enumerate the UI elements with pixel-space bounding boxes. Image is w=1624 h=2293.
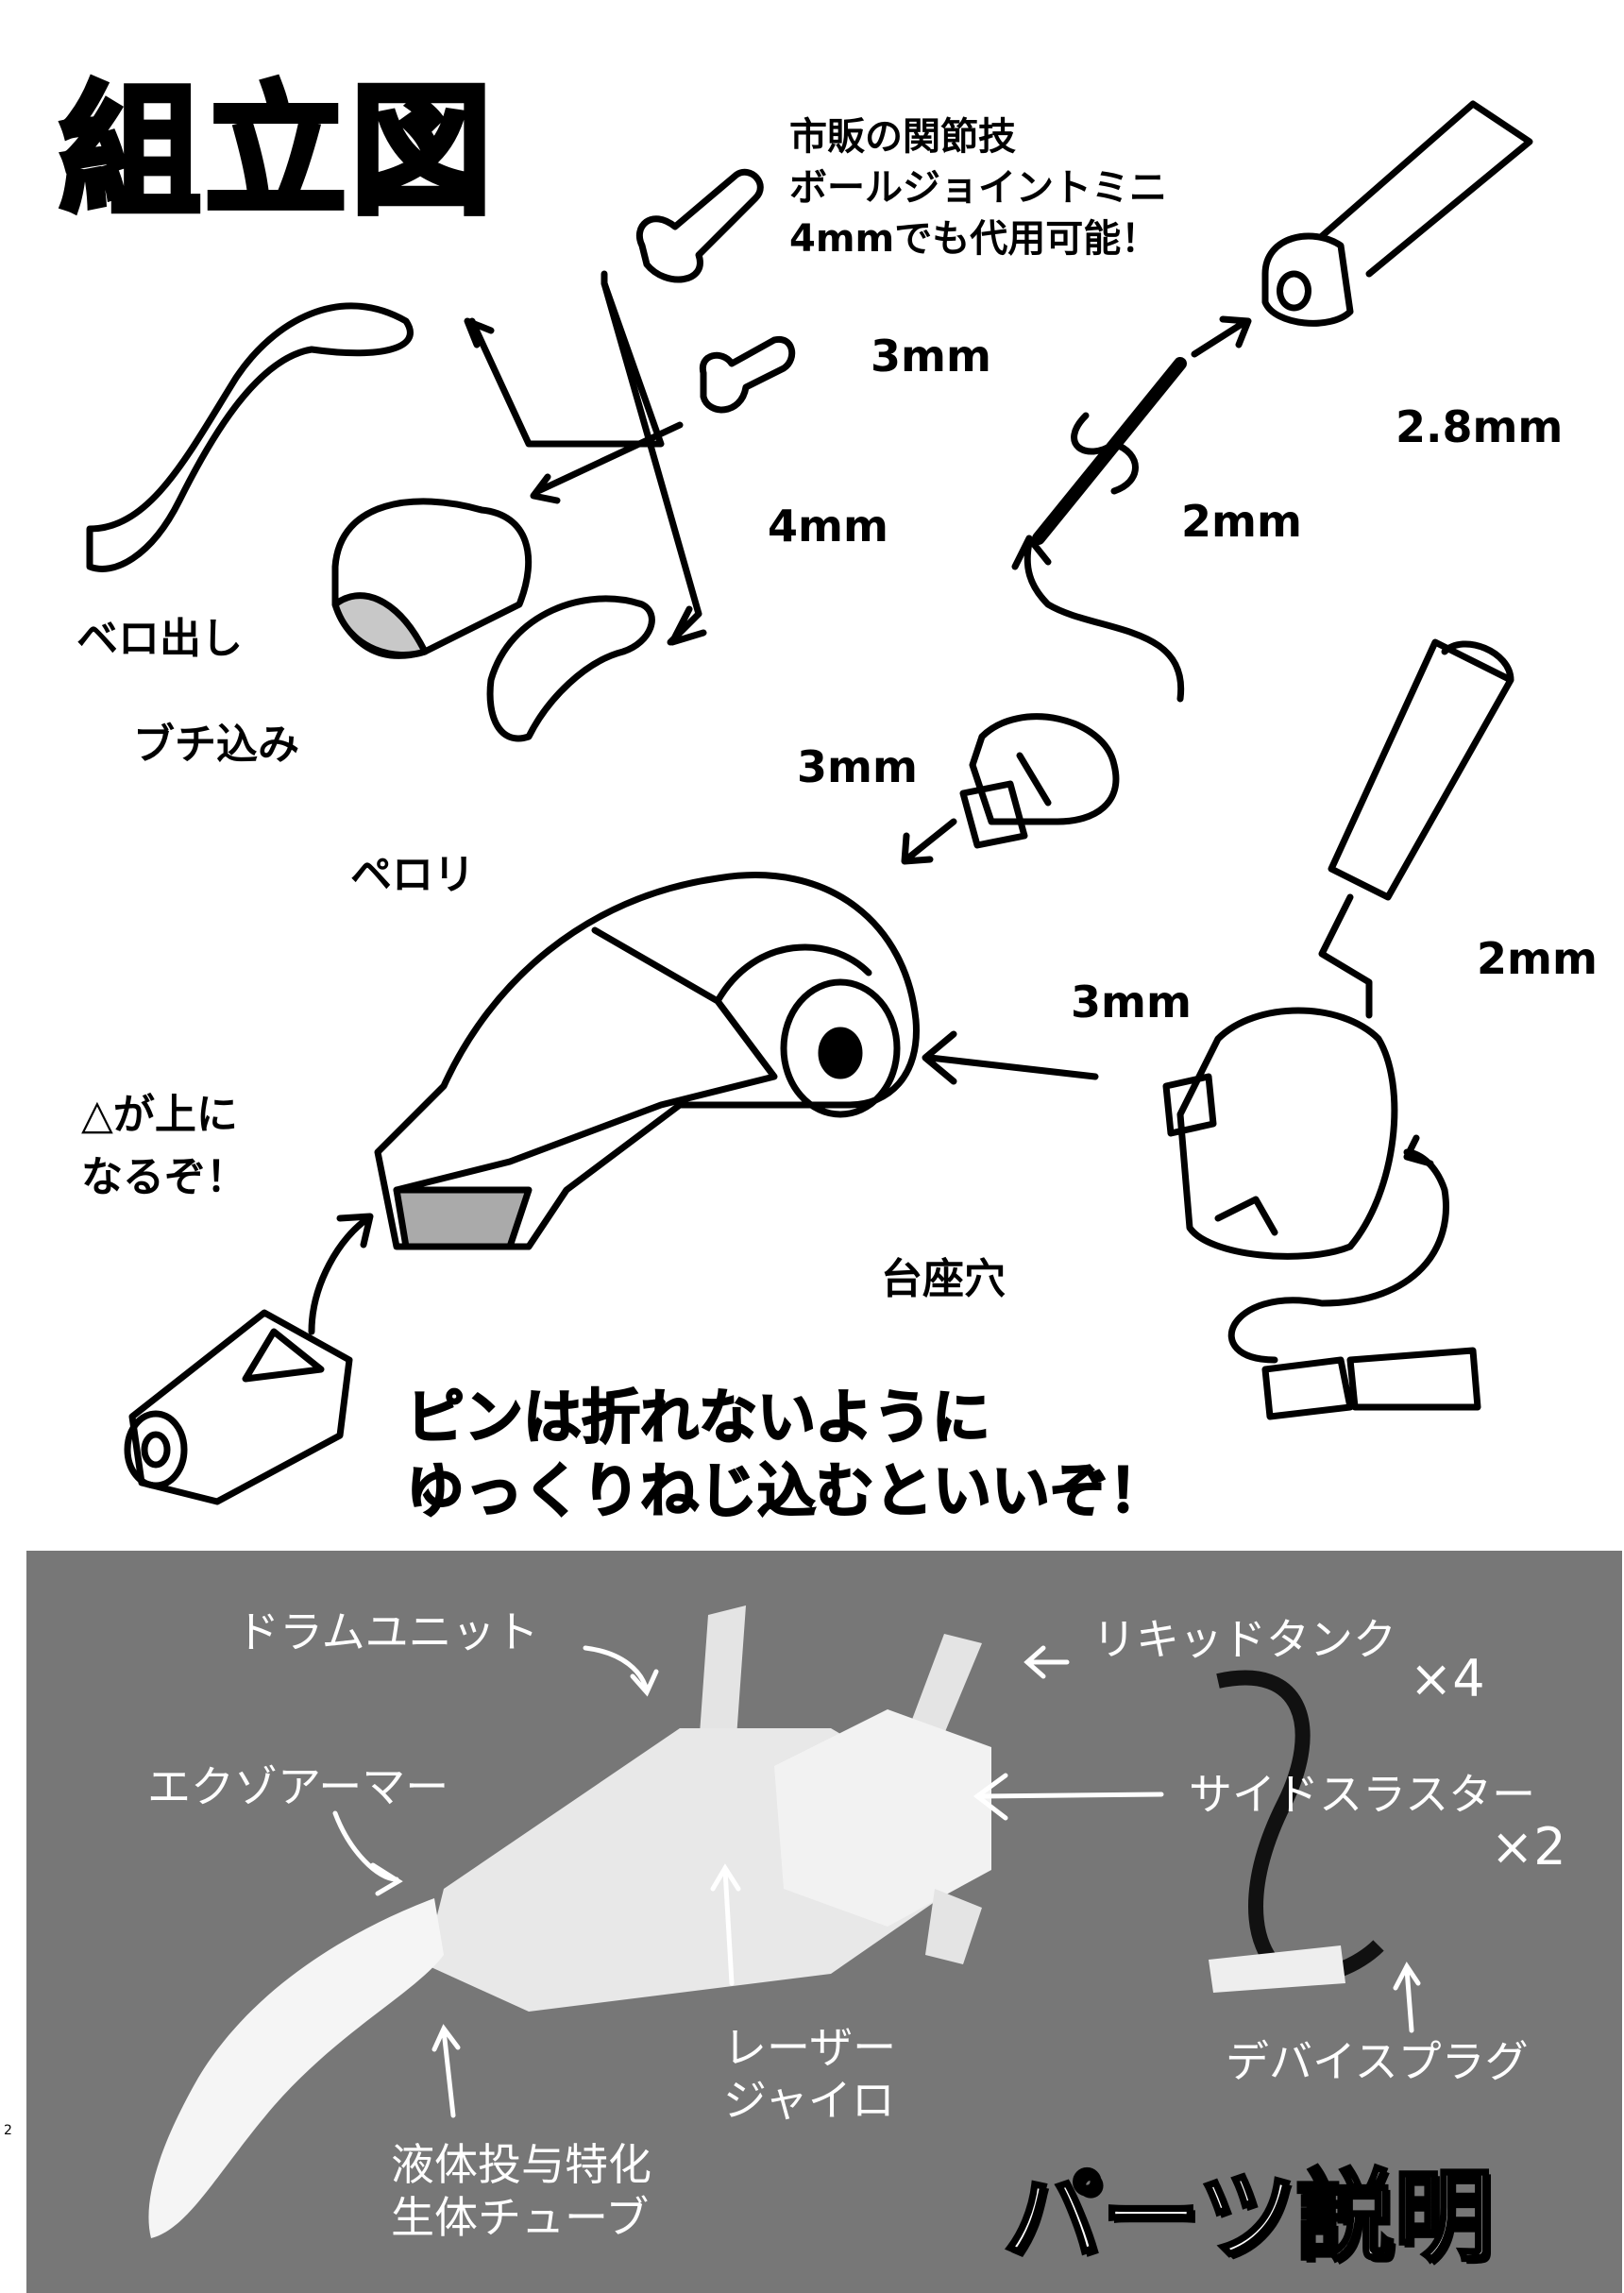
- size-label: 3mm: [871, 331, 991, 382]
- arrow-to-buchikomi: [530, 421, 684, 504]
- label-line: レーザー: [723, 2022, 897, 2073]
- warning-note: ピンは折れないように ゆっくりねじ込むといいぞ！: [405, 1381, 1168, 1528]
- wire-arrow-up: [1227, 1134, 1449, 1364]
- photo-tube: [148, 1898, 444, 2238]
- head-body-detail: [393, 926, 872, 1194]
- arrow-drum-unit: [583, 1645, 659, 1697]
- label-drum-unit: ドラムユニット: [236, 1606, 539, 1657]
- head-opening-shading: [393, 1186, 533, 1250]
- nozzle-hole: [141, 1431, 171, 1469]
- wire-loop: [1071, 412, 1139, 495]
- small-pin-drawing: [699, 335, 796, 414]
- device-plug-drawing: [1261, 1347, 1481, 1420]
- wire-arrow: [1191, 315, 1252, 358]
- label-side-thruster-count: ×2: [1491, 1817, 1566, 1877]
- size-label: 3mm: [797, 741, 918, 792]
- warning-line: ゆっくりねじ込むといいぞ！: [405, 1455, 1168, 1526]
- label-plug-in: ブチ込み: [133, 721, 299, 769]
- arrow-laser-gyro: [710, 1863, 741, 1986]
- arrow-bio-tube: [431, 2024, 461, 2118]
- wire-arrow-back: [1011, 535, 1185, 703]
- label-tongue-out: ベロ出し: [76, 615, 243, 663]
- photo-cable: [1216, 1670, 1384, 1984]
- note-line: ボールジョイントミニ: [789, 166, 1167, 210]
- arrow-device-plug: [1393, 1962, 1421, 2033]
- arrow-side-thruster: [973, 1773, 1164, 1821]
- label-laser-gyro: レーザー ジャイロ: [723, 2021, 896, 2127]
- note-line: 市販の関節技: [789, 115, 1016, 159]
- nozzle-part-drawing: [128, 1309, 353, 1505]
- note-line: △が上に: [81, 1091, 238, 1139]
- arrow-liquid-tank: [1023, 1645, 1070, 1679]
- tank-drawing-2: [1328, 638, 1514, 901]
- size-label: 2mm: [1477, 933, 1598, 984]
- label-side-thruster: サイドスラスター: [1189, 1769, 1536, 1820]
- base-hole-ring: [780, 978, 901, 1118]
- note-line: 4mmでも代用可能！: [789, 217, 1159, 261]
- note-line: なるぞ！: [81, 1153, 247, 1201]
- label-liquid-tank: リキッドタンク: [1092, 1614, 1396, 1665]
- ball-joint-pin-drawing: [635, 168, 764, 283]
- parts-photo-figure: [148, 1605, 1421, 2238]
- triangle-note: △が上に なるぞ！: [81, 1084, 247, 1209]
- wire-drawing: [1032, 357, 1187, 545]
- photo-arrows: [332, 1645, 1421, 2118]
- label-exo-armor: エクゾアーマー: [147, 1761, 449, 1812]
- drum-peg-drawing: [959, 780, 1028, 849]
- label-line: 生体チューブ: [391, 2192, 650, 2243]
- base-hole: [818, 1027, 863, 1079]
- photo-plug: [1209, 1945, 1345, 1993]
- drum-arrow: [901, 818, 957, 865]
- size-label: 2.8mm: [1396, 401, 1564, 452]
- liquid-tank-drawing: [1261, 100, 1533, 327]
- label-liquid-tank-count: ×4: [1410, 1649, 1485, 1708]
- arrow-to-head: [308, 1213, 374, 1335]
- photo-lower-tank: [925, 1889, 982, 1964]
- nozzle-ring: [124, 1410, 188, 1489]
- arrow-to-pero: [601, 280, 707, 646]
- drum-unit-drawing: [969, 713, 1120, 825]
- parts-photo-panel: [26, 1551, 1622, 2293]
- label-lick: ペロリ: [350, 851, 475, 899]
- size-label: 3mm: [1071, 977, 1192, 1028]
- page-number: 2: [4, 2123, 12, 2138]
- label-bio-tube: 液体投与特化 生体チューブ: [391, 2138, 651, 2244]
- label-line: ジャイロ: [723, 2075, 895, 2126]
- label-base-hole: 台座穴: [881, 1255, 1006, 1303]
- warning-line: ピンは折れないように: [405, 1382, 991, 1452]
- thruster-arrow: [922, 1030, 1099, 1085]
- size-label: 2mm: [1181, 496, 1302, 547]
- label-line: 液体投与特化: [391, 2139, 651, 2190]
- arrow-exo-armor: [332, 1810, 403, 1896]
- size-label: 4mm: [768, 501, 888, 552]
- side-thruster-drawing: [1162, 1007, 1398, 1260]
- page-title: 組立図: [57, 70, 497, 234]
- tongue-part-drawing: [86, 302, 414, 572]
- branch-arrow: [464, 270, 665, 448]
- right-arrow-down: [1318, 893, 1373, 1019]
- buchikomi-shading: [331, 592, 429, 658]
- parts-section-title: パーツ説明: [1002, 2157, 1495, 2276]
- pero-part-drawing: [486, 595, 655, 742]
- ball-joint-note: 市販の関節技 ボールジョイントミニ 4mmでも代用可能！: [789, 111, 1167, 264]
- photo-tanks: [699, 1605, 982, 1757]
- photo-thruster: [774, 1709, 991, 1927]
- label-device-plug: デバイスプラグ: [1226, 2036, 1529, 2087]
